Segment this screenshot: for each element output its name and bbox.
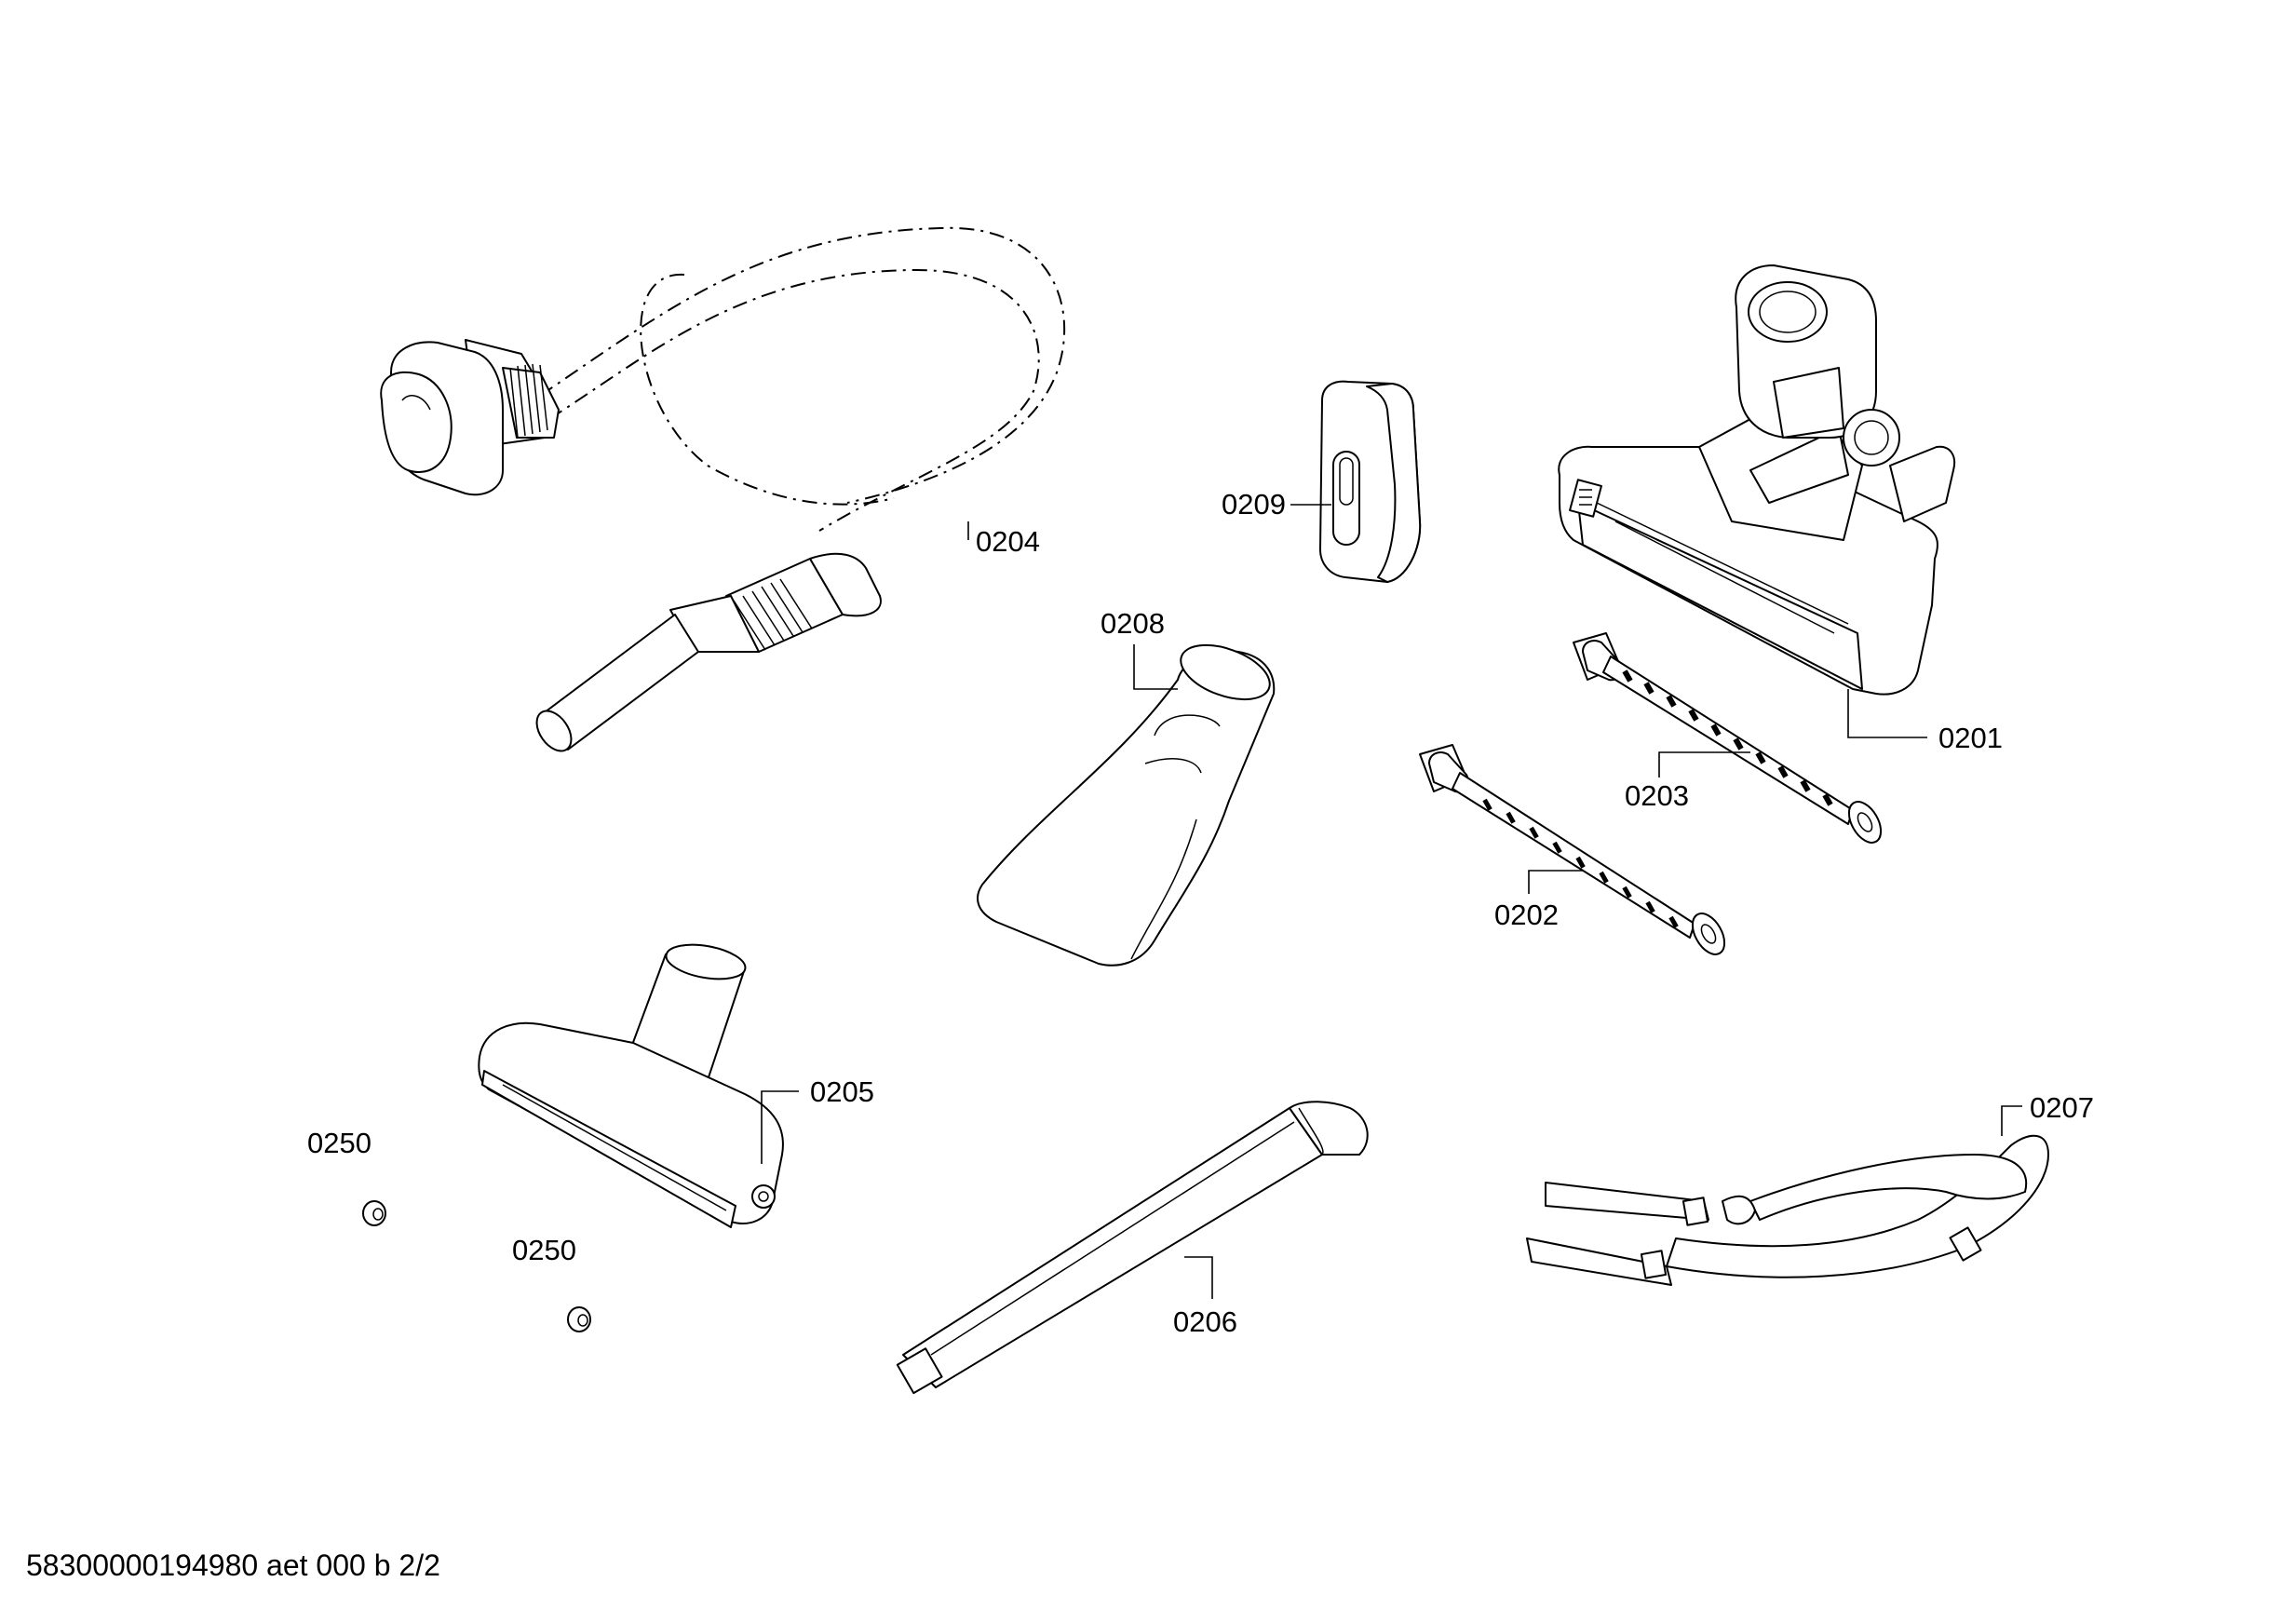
hose-nozzle-ribs xyxy=(733,578,813,651)
part-0201-electro-brush: 0201 xyxy=(1558,264,2003,754)
hose-handle-ribs xyxy=(509,363,548,439)
label-0203: 0203 xyxy=(1625,779,1689,812)
part-0204-hose: 0204 xyxy=(380,226,1066,752)
leader-0203 xyxy=(1658,751,1750,777)
part-0206-crevice-tool: 0206 xyxy=(896,1101,1369,1395)
part-0250-cap-a: 0250 xyxy=(307,1127,386,1226)
label-0202: 0202 xyxy=(1494,899,1559,931)
part-0205-upholstery-tool: 0205 xyxy=(478,943,874,1228)
part-0208-upholstery-nozzle: 0208 xyxy=(977,607,1276,967)
part-0202-brush-roller: 0202 xyxy=(1419,744,1726,955)
label-0209: 0209 xyxy=(1222,488,1286,521)
label-0250-a: 0250 xyxy=(307,1127,371,1159)
label-0250-b: 0250 xyxy=(512,1234,576,1266)
leader-0201 xyxy=(1847,689,1927,738)
leader-0202 xyxy=(1528,870,1583,894)
leader-0207 xyxy=(2001,1105,2022,1136)
label-0206: 0206 xyxy=(1173,1305,1237,1338)
label-0207: 0207 xyxy=(2030,1091,2094,1124)
label-0201: 0201 xyxy=(1938,722,2003,754)
leader-0206 xyxy=(1184,1256,1213,1299)
leader-0208 xyxy=(1133,644,1178,690)
part-0250-cap-b: 0250 xyxy=(512,1234,591,1332)
label-0205: 0205 xyxy=(810,1075,874,1108)
label-0204: 0204 xyxy=(976,525,1040,558)
roller-0202-bristles xyxy=(1482,798,1679,928)
part-0209-clip: 0209 xyxy=(1222,380,1422,583)
part-0203-brush-roller: 0203 xyxy=(1573,632,1883,844)
label-0208: 0208 xyxy=(1101,607,1165,640)
leader-0205 xyxy=(761,1090,799,1164)
roller-0203-bristles xyxy=(1622,669,1833,806)
part-0207-shoulder-strap: 0207 xyxy=(1526,1091,2094,1286)
document-id: 58300000194980 aet 000 b 2/2 xyxy=(26,1548,440,1582)
